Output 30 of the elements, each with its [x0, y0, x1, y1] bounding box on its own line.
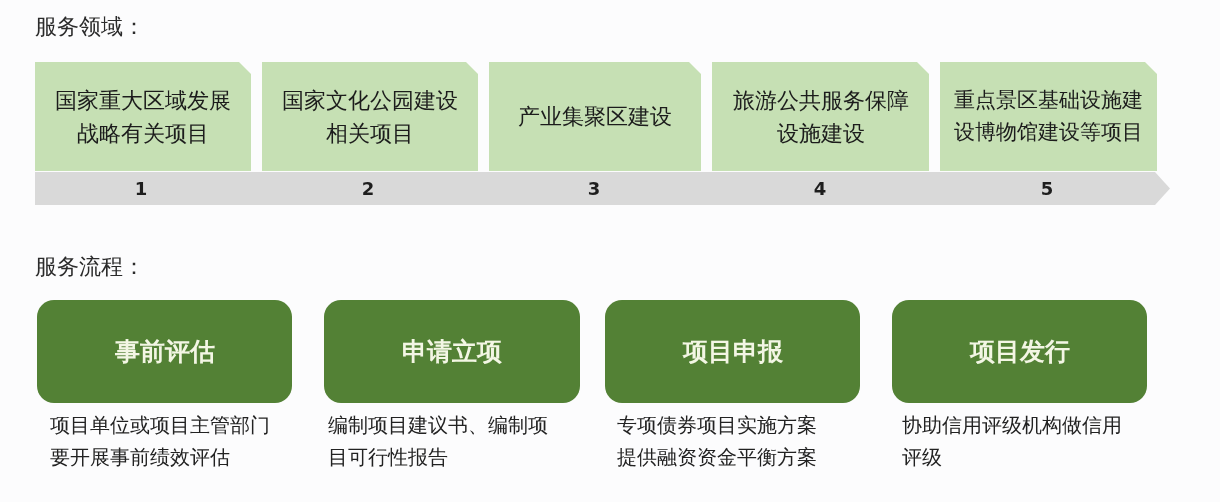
service-area-card [940, 62, 1157, 171]
service-area-card [489, 62, 701, 171]
process-step-title: 项目发行 [969, 335, 1070, 368]
step-number: 2 [360, 177, 376, 201]
service-area-text: 国家文化公园建设相关项目 [281, 86, 459, 148]
process-step-box [605, 300, 860, 403]
section-heading: 服务流程： [35, 253, 145, 281]
step-description: 专项债券项目实施方案提供融资资金平衡方案 [617, 412, 818, 471]
process-step-box [37, 300, 292, 403]
service-area-text: 重点景区基础设施建设博物馆建设等项目 [953, 87, 1144, 146]
process-step-title: 事前评估 [114, 335, 215, 368]
service-area-text: 国家重大区域发展战略有关项目 [54, 86, 232, 148]
step-description: 编制项目建议书、编制项目可行性报告 [328, 412, 549, 471]
step-description: 协助信用评级机构做信用评级 [902, 412, 1123, 471]
section-heading: 服务领域： [35, 13, 145, 41]
step-description: 项目单位或项目主管部门要开展事前绩效评估 [50, 412, 271, 471]
step-number: 1 [133, 177, 149, 201]
service-area-card [712, 62, 929, 171]
step-number: 4 [812, 177, 828, 201]
process-step-title: 申请立项 [402, 335, 502, 368]
service-area-card [262, 62, 478, 171]
service-area-card [35, 62, 251, 171]
step-number: 3 [586, 177, 602, 201]
process-step-title: 项目申报 [682, 335, 783, 368]
process-step-box [324, 300, 580, 403]
service-area-text: 产业集聚区建设 [517, 103, 673, 131]
service-area-text: 旅游公共服务保障设施建设 [731, 86, 910, 148]
numbered-arrow-band [35, 172, 1170, 205]
step-number: 5 [1039, 177, 1055, 201]
process-step-box [892, 300, 1147, 403]
